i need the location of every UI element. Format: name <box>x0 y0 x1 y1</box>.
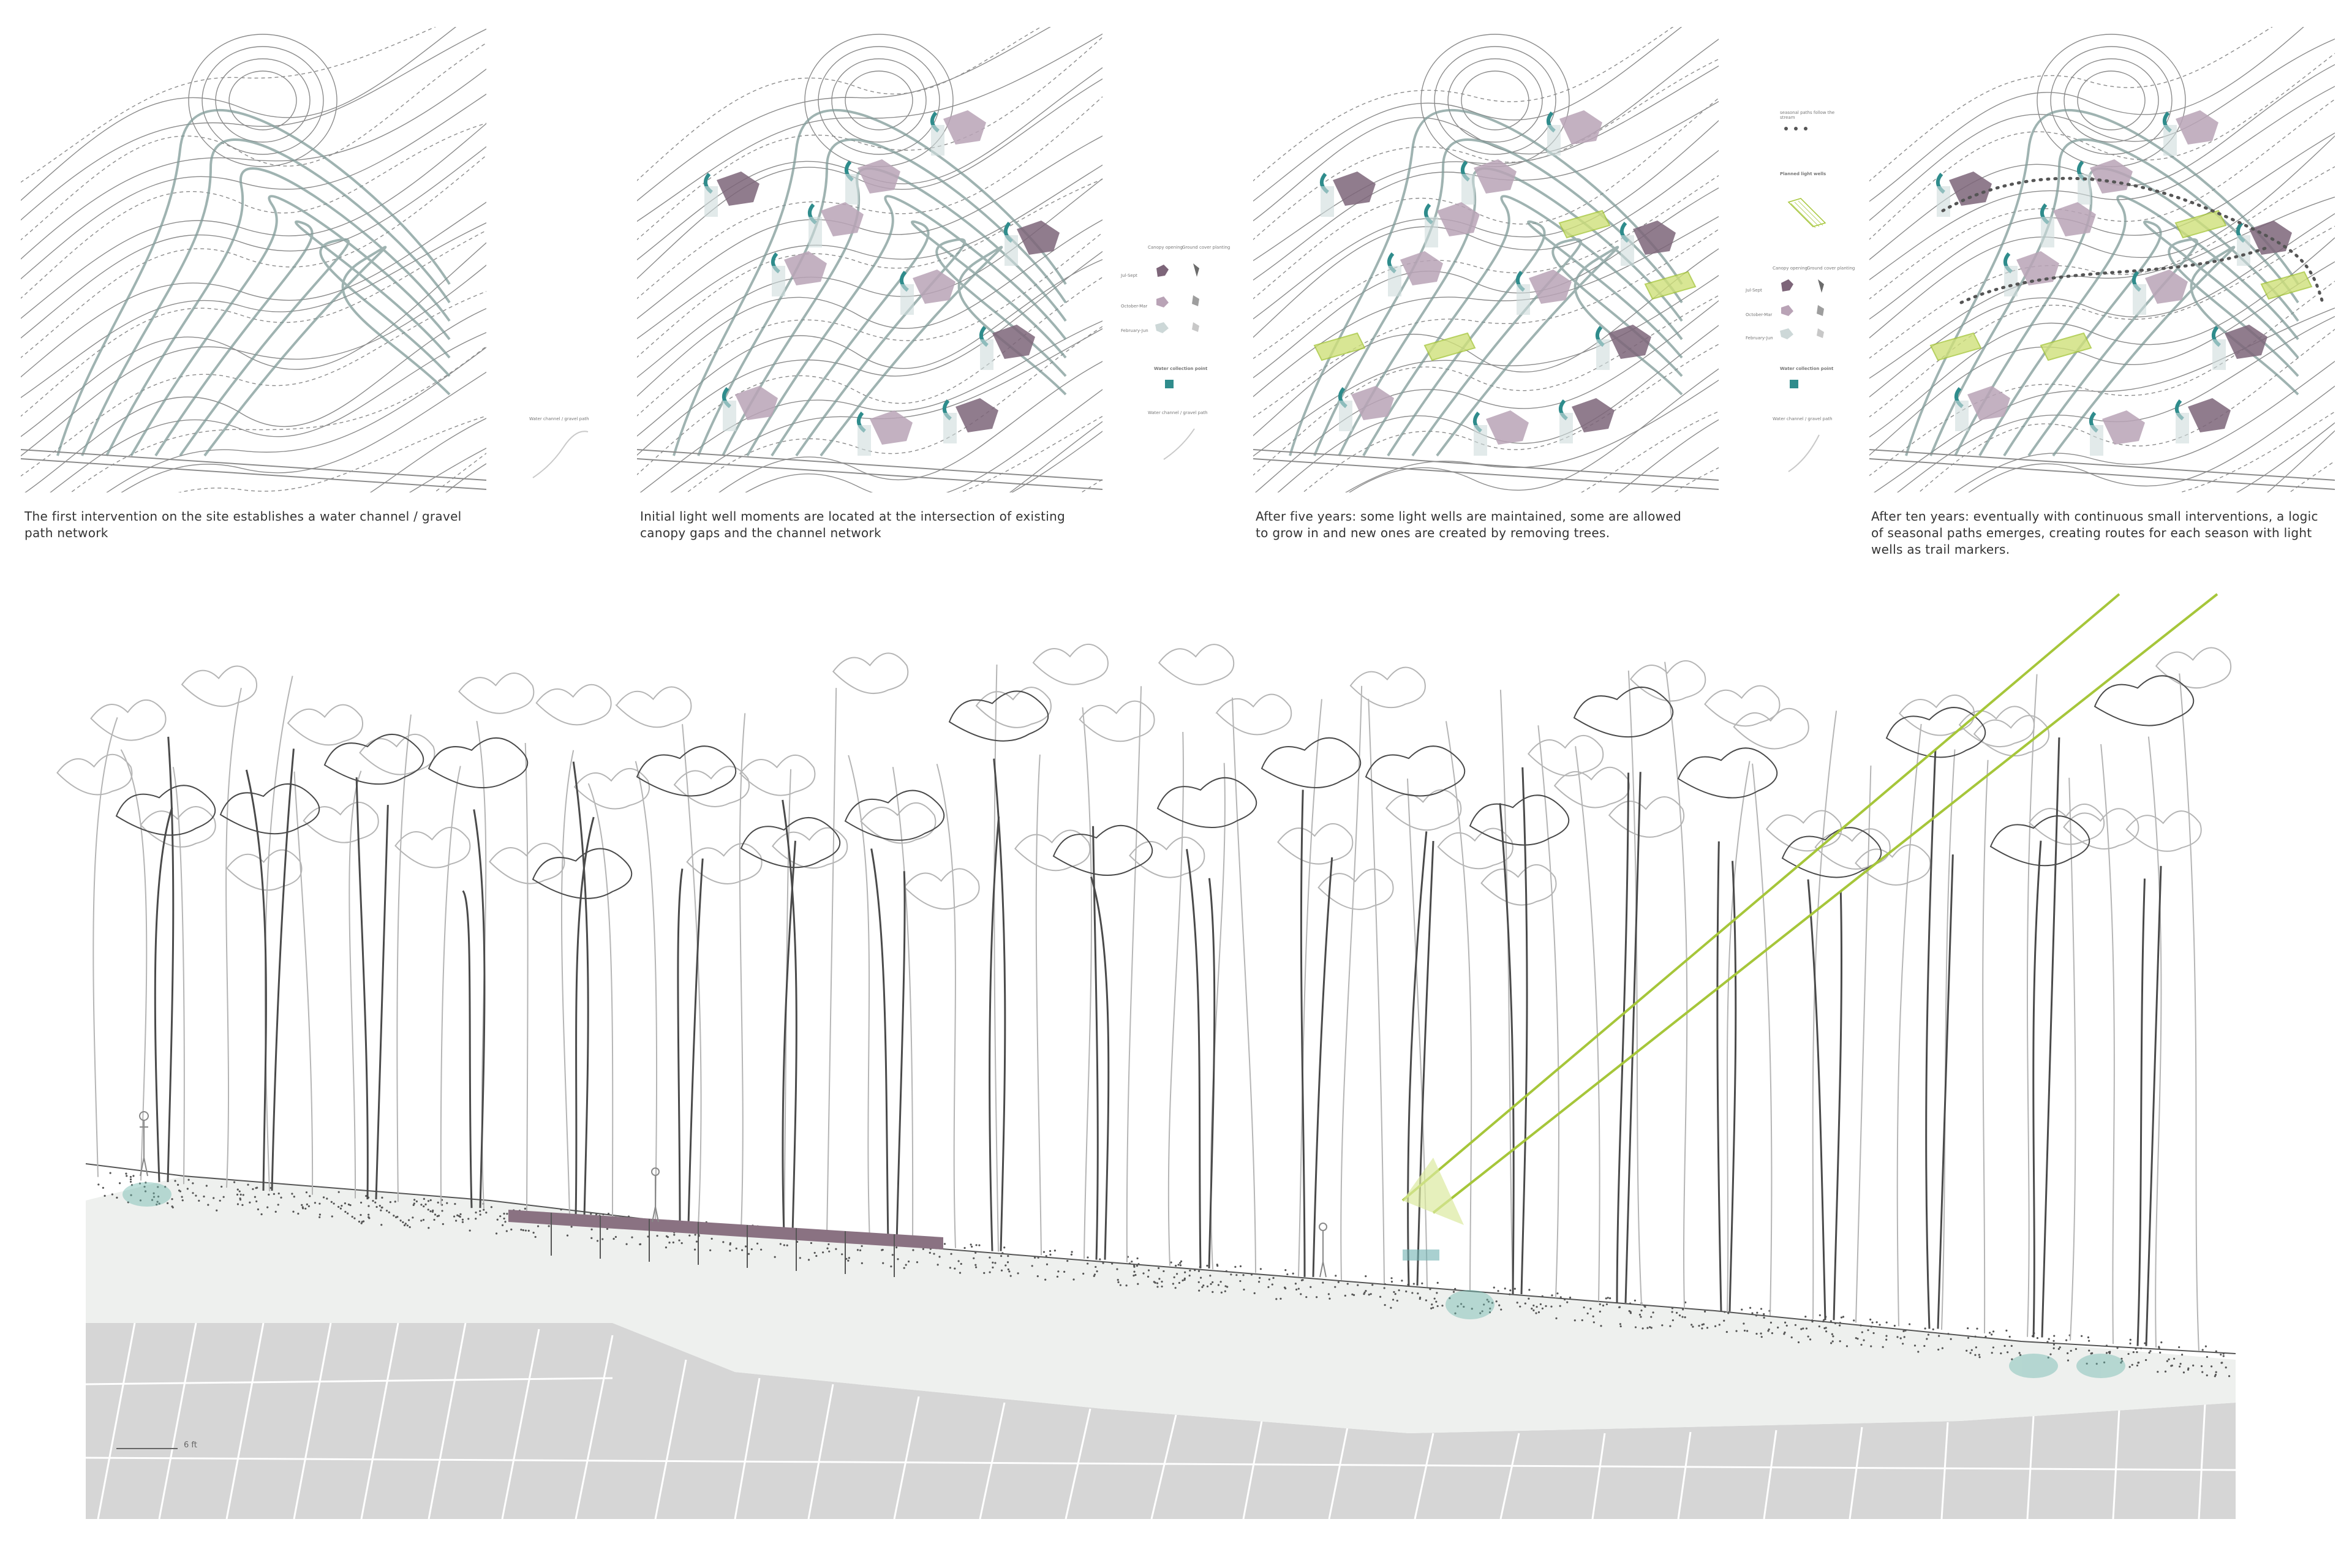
legend-ground-cover-label-3: Ground cover planting <box>1807 266 1855 271</box>
legend-row2-label: October-Mar <box>1121 304 1148 309</box>
caption-stage-1: The first intervention on the site estab… <box>24 509 462 540</box>
legend-water-node-label-3: Water collection point <box>1780 366 1834 371</box>
site-plan-stage-2 <box>637 27 1102 492</box>
water-collection-points <box>123 1182 2125 1378</box>
legend-water-path-label-2: Water channel / gravel path <box>1148 410 1208 415</box>
legend-row3-label-3: February-Jun <box>1746 336 1773 341</box>
contour-map-4 <box>1869 27 2335 492</box>
gravel-texture <box>97 1172 2231 1378</box>
soil-layer <box>86 1176 2236 1433</box>
legend-ground-cover-label: Ground cover planting <box>1182 245 1231 250</box>
legend-canopy-opening-label: Canopy opening <box>1148 245 1183 250</box>
contour-map-2 <box>637 27 1102 492</box>
legend-stage-2: Canopy opening Ground cover planting Jul… <box>1121 245 1230 466</box>
legend-row3-label: February-Jun <box>1121 328 1148 333</box>
ground-surface <box>85 1163 2236 1354</box>
boardwalk <box>508 1210 943 1277</box>
contour-map-1 <box>21 27 486 492</box>
site-plan-stage-4 <box>1869 27 2335 492</box>
site-plan-stage-3 <box>1253 27 1719 492</box>
forest-section-drawing <box>56 593 2236 1520</box>
light-well-beam <box>1401 593 2218 1261</box>
legend-new-wells-label: Planned light wells <box>1780 172 1826 176</box>
background-trees <box>56 643 2232 1351</box>
legend-canopy-opening-label-3: Canopy opening <box>1773 266 1808 271</box>
legend-water-path-label-3: Water channel / gravel path <box>1773 417 1833 421</box>
legend-row1-label: Jul-Sept <box>1121 273 1137 278</box>
caption-stage-4: After ten years: eventually with continu… <box>1871 509 2318 557</box>
foreground-trees <box>115 675 2195 1346</box>
caption-stage-2: Initial light well moments are located a… <box>640 509 1066 540</box>
legend-row1-label-3: Jul-Sept <box>1746 288 1762 293</box>
water-path-swatch <box>532 431 589 478</box>
legend-swatches-3 <box>1780 127 1826 472</box>
contour-map-3 <box>1253 27 1719 492</box>
legend-water-path-label: Water channel / gravel path <box>529 417 589 421</box>
human-figures <box>139 1111 1327 1278</box>
site-plan-stage-1 <box>21 27 486 492</box>
scale-label: 6 ft <box>184 1441 197 1450</box>
caption-stage-3: After five years: some light wells are m… <box>1256 509 1681 540</box>
legend-stage-3: seasonal paths follow the stream Planned… <box>1746 110 1855 478</box>
legend-swatches-2 <box>1155 263 1199 460</box>
legend-water-node-label: Water collection point <box>1154 366 1208 371</box>
legend-stage-1: Water channel / gravel path <box>521 392 625 478</box>
legend-row2-label-3: October-Mar <box>1746 312 1773 317</box>
bedrock-layer <box>85 1322 2236 1520</box>
legend-seasonal-label: seasonal paths follow the stream <box>1780 110 1835 120</box>
